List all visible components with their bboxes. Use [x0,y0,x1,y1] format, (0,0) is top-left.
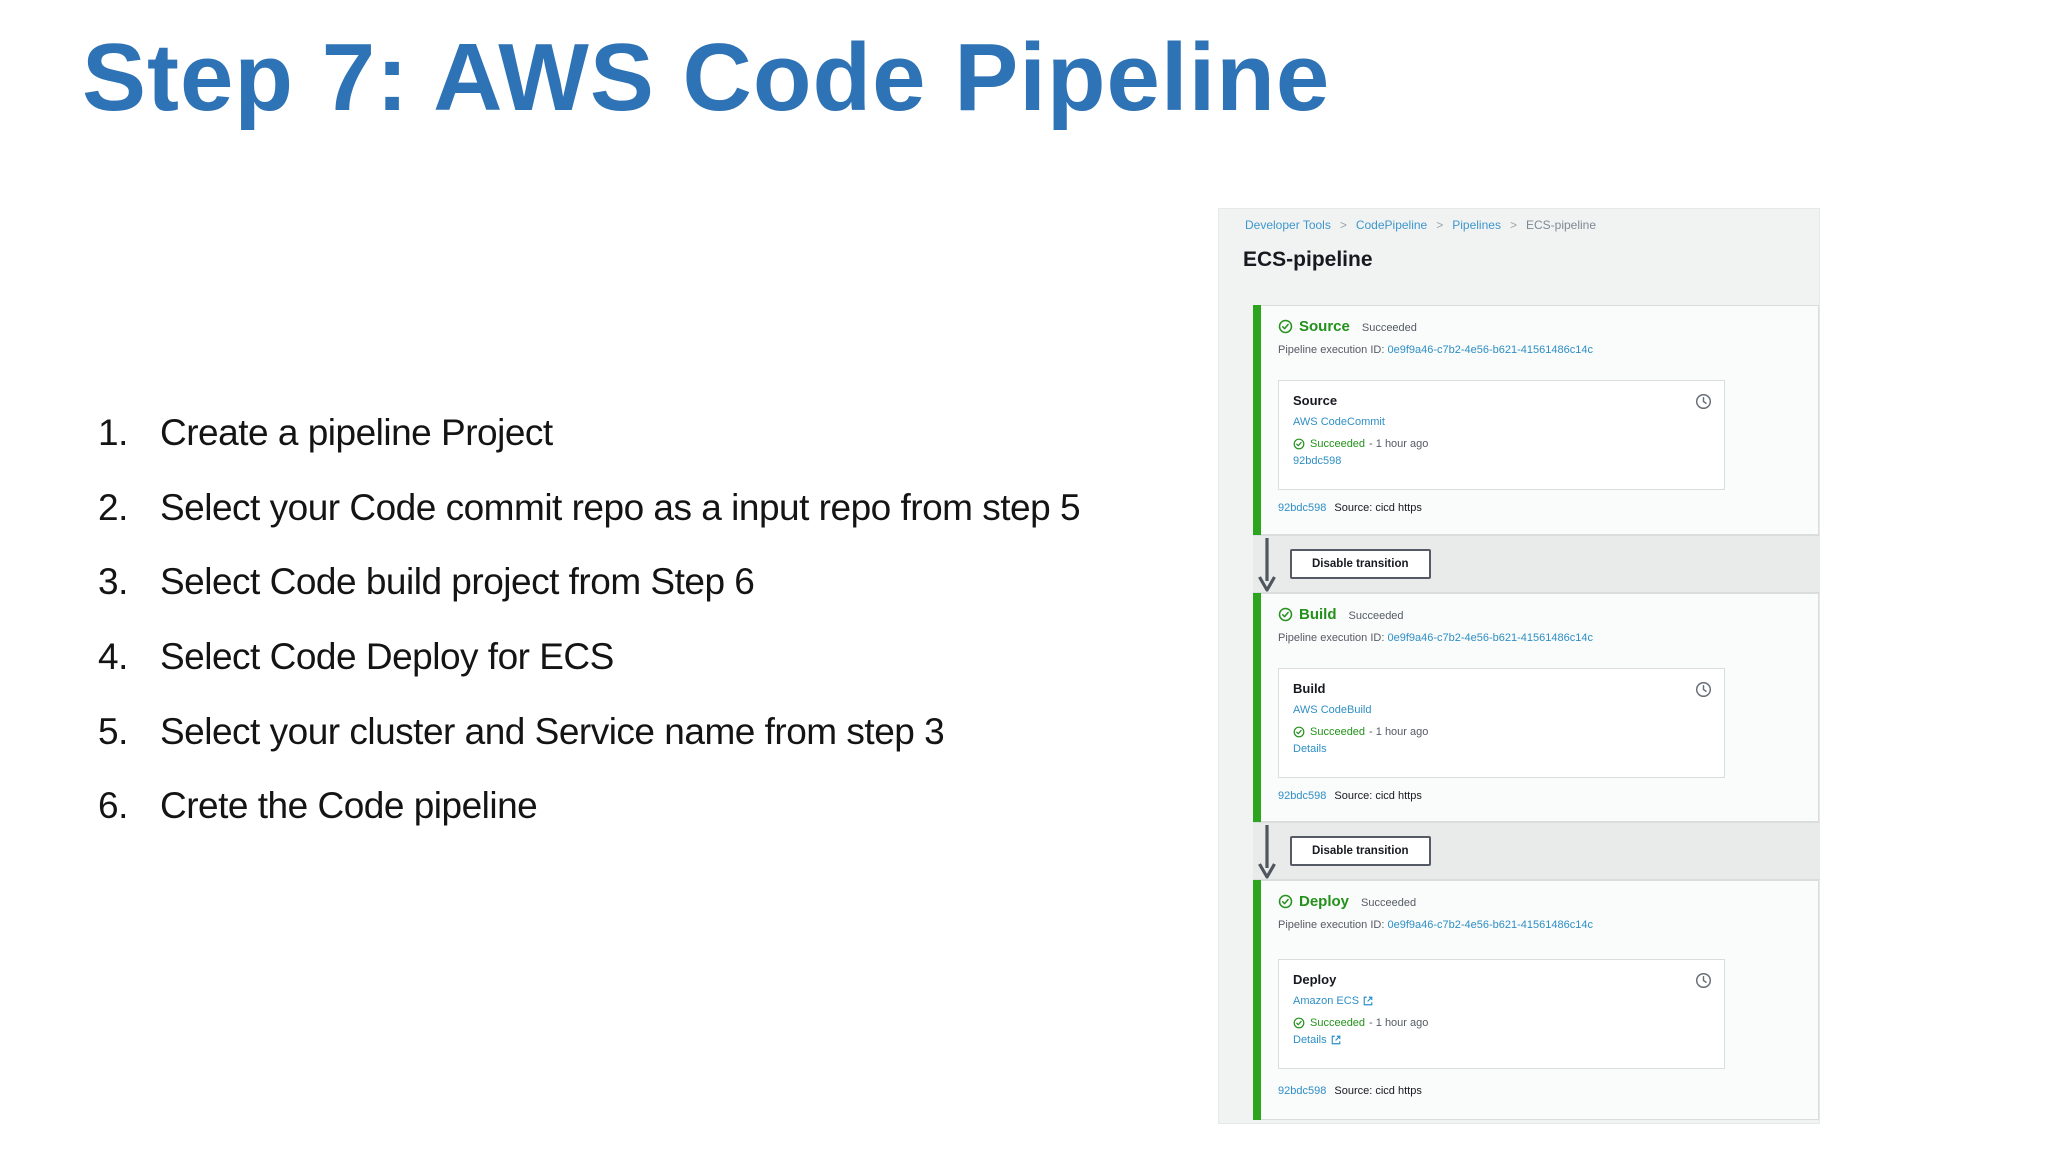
pipeline-title: ECS-pipeline [1243,248,1373,271]
action-status-time: - 1 hour ago [1369,1017,1429,1029]
revision-info: 92bdc598 Source: cicd https [1278,1085,1422,1097]
success-check-icon [1278,607,1293,622]
list-item: 2. Select your Code commit repo as a inp… [98,471,1081,546]
list-item: 6. Crete the Code pipeline [98,769,1080,844]
revision-info: 92bdc598 Source: cicd https [1278,502,1422,514]
list-text: Select your cluster and Service name fro… [160,710,945,752]
action-title: Deploy [1293,972,1337,987]
execution-id-link[interactable]: 0e9f9a46-c7b2-4e56-b621-41561486c14c [1387,632,1593,644]
success-check-icon [1278,319,1293,334]
execution-id-link[interactable]: 0e9f9a46-c7b2-4e56-b621-41561486c14c [1387,919,1593,931]
execution-id-link[interactable]: 0e9f9a46-c7b2-4e56-b621-41561486c14c [1387,344,1593,356]
arrow-down-icon [1257,824,1277,884]
action-status-text: Succeeded [1310,726,1366,738]
pipeline-execution-id: Pipeline execution ID: 0e9f9a46-c7b2-4e5… [1278,919,1593,931]
breadcrumb-current: ECS-pipeline [1525,218,1597,232]
revision-commit-link[interactable]: 92bdc598 [1278,790,1327,802]
action-status: Succeeded - 1 hour ago [1293,726,1710,738]
action-status-text: Succeeded [1310,438,1366,450]
action-provider-link[interactable]: AWS CodeBuild [1293,704,1372,716]
revision-description: Source: cicd https [1334,1085,1422,1097]
stage-header: Build Succeeded [1278,606,1404,623]
action-detail-link[interactable]: Details [1293,1034,1341,1046]
stage-transition: Disable transition [1253,822,1820,880]
execution-id-label: Pipeline execution ID: [1278,632,1385,644]
stage-name: Source [1299,318,1350,335]
breadcrumb-chevron: > [1436,218,1444,232]
action-detail-link[interactable]: Details [1293,743,1327,755]
action-card: Build AWS CodeBuild Succeeded - 1 hour a… [1278,668,1725,778]
success-check-icon [1278,894,1293,909]
action-title: Build [1293,681,1326,696]
action-status-time: - 1 hour ago [1369,726,1429,738]
breadcrumb-chevron: > [1339,218,1347,232]
breadcrumb-pipelines[interactable]: Pipelines [1452,218,1501,232]
list-number: 2. [98,486,128,528]
breadcrumb-developer-tools[interactable]: Developer Tools [1245,218,1331,232]
stage-status: Succeeded [1361,896,1417,909]
list-item: 4. Select Code Deploy for ECS [98,620,1080,695]
pipeline-execution-id: Pipeline execution ID: 0e9f9a46-c7b2-4e5… [1278,344,1593,356]
external-link-icon [1331,1035,1341,1045]
stage-source: Source Succeeded Pipeline execution ID: … [1253,305,1819,535]
stage-status: Succeeded [1361,321,1417,334]
external-link-icon [1363,996,1373,1006]
revision-description: Source: cicd https [1334,790,1422,802]
revision-description: Source: cicd https [1334,502,1422,514]
action-status-time: - 1 hour ago [1369,438,1429,450]
success-check-icon [1293,1017,1305,1029]
stage-name: Build [1299,606,1337,623]
execution-id-label: Pipeline execution ID: [1278,919,1385,931]
pipeline-execution-id: Pipeline execution ID: 0e9f9a46-c7b2-4e5… [1278,632,1593,644]
breadcrumb: Developer Tools > CodePipeline > Pipelin… [1245,218,1596,232]
list-number: 3. [98,561,128,603]
list-item: 1. Create a pipeline Project [98,396,1080,471]
list-text: Select your Code commit repo as a input … [160,486,1081,528]
list-item: 5. Select your cluster and Service name … [98,694,1080,769]
list-item: 3. Select Code build project from Step 6 [98,545,1080,620]
stage-transition: Disable transition [1253,535,1820,593]
page-title: Step 7: AWS Code Pipeline [82,24,1331,131]
action-status-text: Succeeded [1310,1017,1366,1029]
stage-build: Build Succeeded Pipeline execution ID: 0… [1253,593,1819,822]
stage-name: Deploy [1299,893,1350,910]
execution-history-icon[interactable] [1695,393,1712,415]
breadcrumb-chevron: > [1509,218,1517,232]
stage-status: Succeeded [1348,609,1404,622]
action-status: Succeeded - 1 hour ago [1293,438,1710,450]
action-card: Deploy Amazon ECS Succeeded - 1 hour ago… [1278,959,1725,1069]
stage-header: Deploy Succeeded [1278,893,1416,910]
action-detail-link[interactable]: 92bdc598 [1293,455,1342,467]
execution-history-icon[interactable] [1695,681,1712,703]
breadcrumb-codepipeline[interactable]: CodePipeline [1355,218,1428,232]
revision-commit-link[interactable]: 92bdc598 [1278,1085,1327,1097]
disable-transition-button[interactable]: Disable transition [1290,836,1431,866]
revision-info: 92bdc598 Source: cicd https [1278,790,1422,802]
action-provider-link[interactable]: Amazon ECS [1293,995,1373,1007]
action-title: Source [1293,393,1338,408]
revision-commit-link[interactable]: 92bdc598 [1278,502,1327,514]
execution-id-label: Pipeline execution ID: [1278,344,1385,356]
list-text: Crete the Code pipeline [160,785,538,827]
success-check-icon [1293,438,1305,450]
list-text: Select Code Deploy for ECS [160,636,614,678]
list-number: 5. [98,710,128,752]
success-check-icon [1293,726,1305,738]
list-number: 1. [98,412,128,454]
list-text: Select Code build project from Step 6 [160,561,755,603]
stage-deploy: Deploy Succeeded Pipeline execution ID: … [1253,880,1819,1120]
action-card: Source AWS CodeCommit Succeeded - 1 hour… [1278,380,1725,490]
stage-header: Source Succeeded [1278,318,1417,335]
action-provider-link[interactable]: AWS CodeCommit [1293,416,1385,428]
list-number: 6. [98,785,128,827]
instruction-list: 1. Create a pipeline Project 2. Select y… [98,396,1081,844]
list-number: 4. [98,636,128,678]
arrow-down-icon [1257,537,1277,597]
codepipeline-console-screenshot: Developer Tools > CodePipeline > Pipelin… [1218,208,1820,1124]
action-status: Succeeded - 1 hour ago [1293,1017,1710,1029]
list-text: Create a pipeline Project [160,412,553,454]
execution-history-icon[interactable] [1695,972,1712,994]
disable-transition-button[interactable]: Disable transition [1290,549,1431,579]
